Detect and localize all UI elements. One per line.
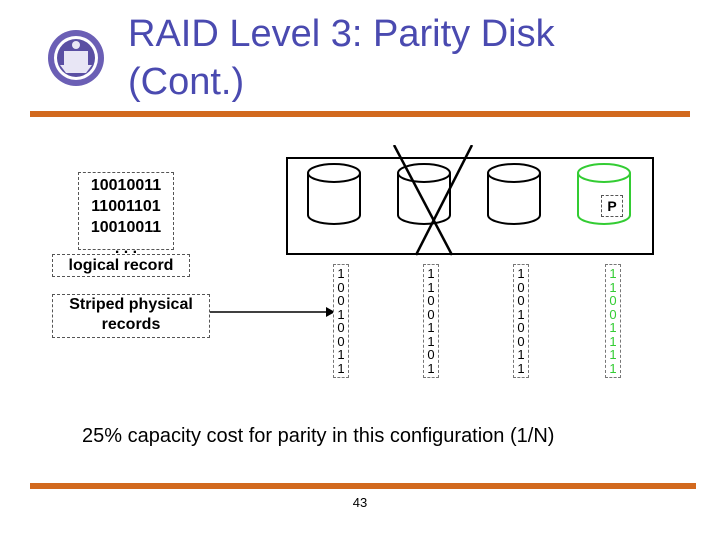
- slide-title-line2: (Cont.): [128, 61, 245, 103]
- parity-label: P: [601, 195, 623, 217]
- bit: 0: [337, 333, 345, 349]
- bit: 1: [609, 320, 617, 335]
- bit: 1: [427, 333, 435, 349]
- page-number: 43: [352, 495, 368, 510]
- record-line: 10010011: [90, 219, 162, 236]
- bit: 0: [517, 320, 525, 335]
- bit: 0: [517, 279, 525, 295]
- bit: 1: [517, 360, 525, 376]
- disk-3: [487, 163, 541, 225]
- title-divider: [30, 111, 690, 117]
- bit: 1: [609, 360, 617, 376]
- bit: 1: [337, 347, 345, 362]
- failure-cross-line: [414, 145, 474, 256]
- logical-record-bits: 10010011 11001101 10010011 . . .: [78, 172, 174, 257]
- striped-label-line2: records: [101, 316, 161, 333]
- record-line: . . .: [114, 240, 138, 257]
- striped-records-label: Striped physical records: [52, 294, 210, 338]
- bit: 0: [337, 293, 345, 308]
- arrow-right-icon: [210, 307, 335, 317]
- striped-label-line1: Striped physical: [69, 296, 193, 313]
- bit: 1: [609, 279, 617, 295]
- bit: 0: [427, 306, 435, 322]
- logical-record-label: logical record: [52, 254, 190, 277]
- bit: 1: [517, 266, 525, 281]
- bit: 1: [427, 279, 435, 295]
- bit: 1: [609, 266, 617, 281]
- bit: 1: [337, 266, 345, 281]
- bit: 0: [337, 320, 345, 335]
- bit: 0: [609, 306, 617, 322]
- bit: 1: [609, 347, 617, 362]
- slide-title-line1: RAID Level 3: Parity Disk: [128, 13, 555, 55]
- bit: 1: [517, 347, 525, 362]
- bit: 0: [517, 293, 525, 308]
- slide-title: RAID Level 3: Parity Disk (Cont.): [128, 10, 688, 106]
- bit: 1: [427, 320, 435, 335]
- capacity-caption: 25% capacity cost for parity in this con…: [82, 425, 555, 447]
- record-line: 11001101: [91, 198, 161, 215]
- university-seal-logo: [48, 30, 104, 86]
- bit: 0: [337, 279, 345, 295]
- bit: 1: [427, 266, 435, 281]
- bit: 1: [609, 333, 617, 349]
- footer-divider: [30, 483, 696, 489]
- failure-cross-line: [392, 145, 454, 256]
- bit: 0: [427, 293, 435, 308]
- bit: 0: [609, 293, 617, 308]
- record-line: 10010011: [90, 177, 162, 194]
- bit: 1: [337, 360, 345, 376]
- bit: 0: [427, 347, 435, 362]
- bit: 1: [337, 306, 345, 322]
- bit: 0: [517, 333, 525, 349]
- disk-2-failed: [397, 163, 451, 225]
- bit: 1: [517, 306, 525, 322]
- bit: 1: [427, 360, 435, 376]
- disk-1: [307, 163, 361, 225]
